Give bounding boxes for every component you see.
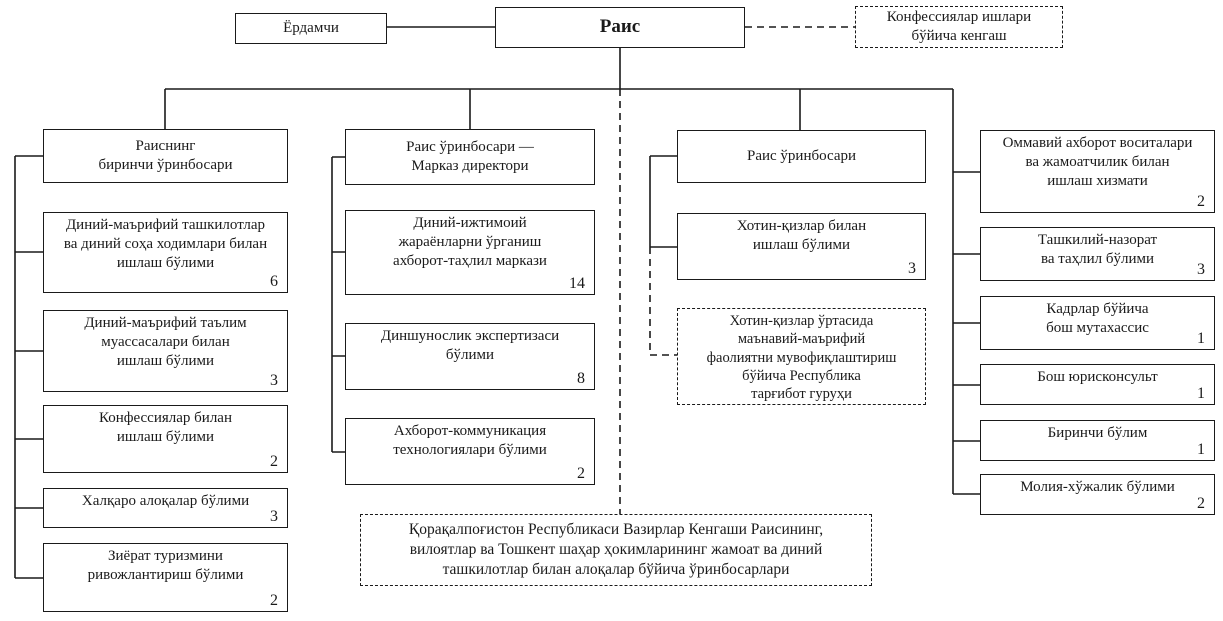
staff-count: 1 [1197, 330, 1205, 347]
col1-header-box: Раиснинг биринчи ўринбосари [43, 129, 288, 183]
org-unit-label: Молия-хўжалик бўлими [1020, 479, 1175, 495]
staff-count: 2 [270, 453, 278, 470]
org-unit-box: Оммавий ахборот воситалари ва жамоатчили… [980, 130, 1215, 213]
staff-count: 14 [569, 275, 585, 292]
assistant-label: Ёрдамчи [283, 19, 339, 36]
solid-connectors [14, 26, 980, 579]
staff-count: 3 [908, 260, 916, 277]
org-unit-box: Диншунослик экспертизаси бўлими 8 [345, 323, 595, 390]
org-unit-label: Ташкилий-назорат ва таҳлил бўлими [1037, 232, 1158, 268]
org-unit-label: Зиёрат туризмини ривожлантириш бўлими [87, 548, 244, 584]
org-unit-box: Зиёрат туризмини ривожлантириш бўлими 2 [43, 543, 288, 612]
org-unit-box: Молия-хўжалик бўлими 2 [980, 474, 1215, 515]
staff-count: 3 [270, 372, 278, 389]
staff-count: 6 [270, 273, 278, 290]
col1-header-label: Раиснинг биринчи ўринбосари [98, 137, 233, 173]
org-unit-label: Диншунослик экспертизаси бўлими [380, 328, 560, 364]
org-unit-box: Кадрлар бўйича бош мутахассис 1 [980, 296, 1215, 350]
staff-count: 3 [1197, 261, 1205, 278]
org-unit-box: Диний-маърифий таълим муассасалари билан… [43, 310, 288, 392]
regional-deputies-box: Қорақалпоғистон Республикаси Вазирлар Ке… [360, 514, 872, 586]
dashed-connectors [619, 26, 855, 514]
org-unit-label: Диний-маърифий ташкилотлар ва диний соҳа… [63, 217, 268, 272]
council-label: Конфессиялар ишлари бўйича кенгаш [886, 8, 1032, 44]
org-unit-box: Диний-маърифий ташкилотлар ва диний соҳа… [43, 212, 288, 293]
org-unit-label: Халқаро алоқалар бўлими [81, 493, 250, 509]
assistant-box: Ёрдамчи [235, 13, 387, 44]
chairman-box: Раис [495, 7, 745, 48]
org-unit-box: Ахборот-коммуникация технологиялари бўли… [345, 418, 595, 485]
col2-header-label: Раис ўринбосари — Марказ директори [406, 138, 534, 174]
staff-count: 2 [1197, 495, 1205, 512]
staff-count: 8 [577, 370, 585, 387]
staff-count: 1 [1197, 385, 1205, 402]
col3-header-box: Раис ўринбосари [677, 130, 926, 183]
org-unit-label: Биринчи бўлим [1047, 425, 1148, 441]
org-unit-box: Халқаро алоқалар бўлими 3 [43, 488, 288, 528]
org-unit-label: Кадрлар бўйича бош мутахассис [1046, 301, 1149, 337]
org-unit-box: Бош юрисконсульт 1 [980, 364, 1215, 405]
org-unit-label: Ахборот-коммуникация технологиялари бўли… [393, 423, 547, 459]
council-box: Конфессиялар ишлари бўйича кенгаш [855, 6, 1063, 48]
propaganda-group-box: Хотин-қизлар ўртасида маънавий-маърифий … [677, 308, 926, 405]
col2-header-box: Раис ўринбосари — Марказ директори [345, 129, 595, 185]
col3-header-label: Раис ўринбосари [746, 147, 857, 164]
org-unit-label: Конфессиялар билан ишлаш бўлими [98, 410, 232, 446]
propaganda-group-label: Хотин-қизлар ўртасида маънавий-маърифий … [706, 313, 897, 403]
staff-count: 2 [270, 592, 278, 609]
org-unit-label: Оммавий ахборот воситалари ва жамоатчили… [1002, 135, 1193, 190]
org-unit-box: Ташкилий-назорат ва таҳлил бўлими 3 [980, 227, 1215, 281]
regional-deputies-label: Қорақалпоғистон Республикаси Вазирлар Ке… [408, 520, 824, 579]
staff-count: 3 [270, 508, 278, 525]
org-unit-label: Диний-ижтимоий жараёнларни ўрганиш ахбор… [393, 215, 547, 270]
staff-count: 2 [1197, 193, 1205, 210]
org-unit-box: Биринчи бўлим 1 [980, 420, 1215, 461]
staff-count: 2 [577, 465, 585, 482]
org-unit-label: Хотин-қизлар билан ишлаш бўлими [736, 218, 867, 254]
org-unit-box: Диний-ижтимоий жараёнларни ўрганиш ахбор… [345, 210, 595, 295]
org-unit-box: Конфессиялар билан ишлаш бўлими 2 [43, 405, 288, 473]
org-unit-box: Хотин-қизлар билан ишлаш бўлими 3 [677, 213, 926, 280]
org-unit-label: Бош юрисконсульт [1037, 369, 1158, 385]
org-unit-label: Диний-маърифий таълим муассасалари билан… [84, 315, 247, 370]
staff-count: 1 [1197, 441, 1205, 458]
chairman-label: Раис [599, 16, 641, 38]
